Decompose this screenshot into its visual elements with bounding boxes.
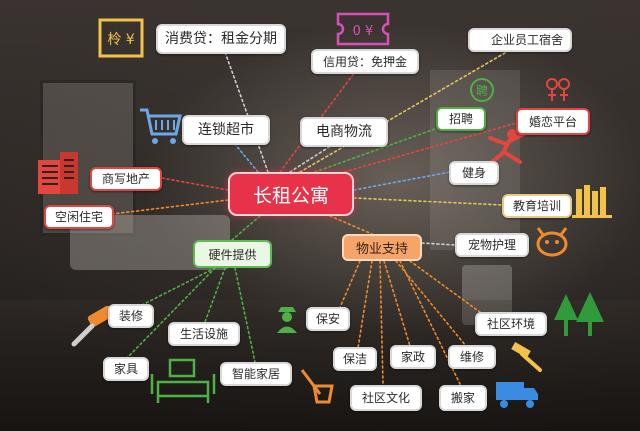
recruit-text: 聘	[476, 84, 488, 98]
housekeeping-node: 家政	[390, 345, 436, 369]
building-icon	[36, 150, 80, 196]
shop-sign-icon: 柃 ¥	[98, 18, 144, 58]
living-facilities-node: 生活设施	[168, 322, 240, 346]
maintenance-node: 维修	[448, 345, 496, 369]
center-node-long-rent-apartment: 长租公寓	[228, 172, 354, 216]
link-education	[354, 198, 503, 205]
guard-icon	[274, 304, 300, 334]
smart-home-node: 智能家居	[220, 362, 292, 386]
cleaning-node: 保洁	[333, 347, 377, 371]
consumer-loan-node: 消费贷：租金分期	[156, 24, 286, 54]
link-fitness	[354, 172, 450, 190]
couple-icon	[543, 75, 573, 103]
marriage-platform-node: 婚恋平台	[516, 108, 590, 135]
link-smart-home	[235, 268, 255, 362]
hammer-icon	[508, 342, 546, 374]
link-idle-housing	[112, 200, 228, 214]
decoration-node: 装修	[108, 304, 154, 328]
commercial-realestate-node: 商写地产	[90, 167, 162, 191]
voucher-ticket-icon: 0 ¥	[336, 12, 390, 46]
chain-supermarket-node: 连锁超市	[182, 115, 270, 145]
community-environment-node: 社区环境	[475, 312, 547, 336]
truck-icon	[494, 378, 540, 410]
moving-node: 搬家	[439, 385, 487, 411]
credit-loan-node: 信用贷：免押金	[311, 49, 419, 74]
mop-bucket-icon	[294, 368, 334, 404]
hardware-provision-node: 硬件提供	[193, 240, 272, 268]
link-hardware	[232, 216, 260, 240]
ecommerce-logistics-node: 电商物流	[300, 117, 388, 147]
recruit-bubble-icon: 聘	[468, 78, 496, 104]
pet-care-node: 宠物护理	[455, 233, 529, 257]
voucher-text: 0 ¥	[353, 24, 374, 39]
link-commercial	[162, 178, 228, 190]
link-community-env	[410, 261, 488, 318]
link-pet	[422, 243, 455, 245]
enterprise-dorm-node: 企业员工宿舍	[468, 28, 572, 52]
furniture-node: 家具	[103, 357, 149, 381]
shop-sign-text: 柃 ¥	[107, 32, 134, 48]
sofa-icon	[150, 356, 216, 406]
community-culture-node: 社区文化	[350, 385, 422, 411]
education-node: 教育培训	[502, 194, 572, 218]
link-property	[330, 216, 372, 234]
tree-icon	[548, 290, 608, 342]
link-community-culture	[380, 261, 383, 384]
books-icon	[572, 183, 612, 219]
shopping-cart-icon	[138, 106, 182, 146]
idle-housing-node: 空闲住宅	[44, 205, 114, 229]
link-cleaning	[358, 261, 372, 348]
pet-icon	[532, 224, 572, 258]
property-support-node: 物业支持	[342, 234, 422, 261]
link-decoration	[140, 268, 215, 306]
link-consumer-loan	[225, 52, 268, 172]
security-node: 保安	[306, 307, 350, 331]
link-security	[338, 261, 360, 312]
fitness-node: 健身	[449, 161, 499, 185]
recruitment-node: 招聘	[436, 107, 486, 131]
